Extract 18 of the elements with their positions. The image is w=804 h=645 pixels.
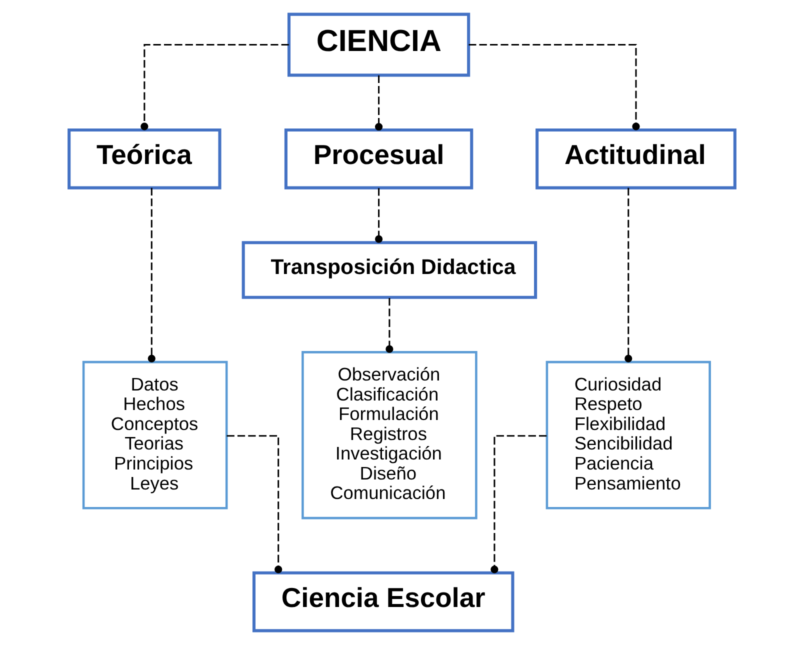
node-box: CIENCIA: [287, 12, 470, 77]
node-box: Observación Clasificación Formulación Registros Investigación Diseño Comunicación: [302, 351, 478, 520]
node-box: Curiosidad Respeto Flexibilidad Sencibilidad Paciencia Pensamiento: [546, 360, 711, 510]
connector: [226, 435, 282, 574]
node-box: Actitudinal: [536, 128, 736, 190]
node-box: Datos Hechos Conceptos Teorias Principios Leyes: [82, 360, 228, 510]
node-box: Ciencia Escolar: [252, 571, 514, 632]
connector: [140, 44, 289, 130]
connector: [624, 188, 632, 362]
connector: [386, 298, 394, 353]
connector: [374, 75, 383, 131]
node-box: Transposición Didactica: [242, 241, 538, 299]
connector: [374, 188, 383, 243]
connector: [468, 44, 640, 130]
node-box: Procesual: [284, 128, 474, 190]
connector: [490, 435, 547, 574]
node-box: Teórica: [68, 128, 222, 190]
connector: [148, 188, 156, 362]
